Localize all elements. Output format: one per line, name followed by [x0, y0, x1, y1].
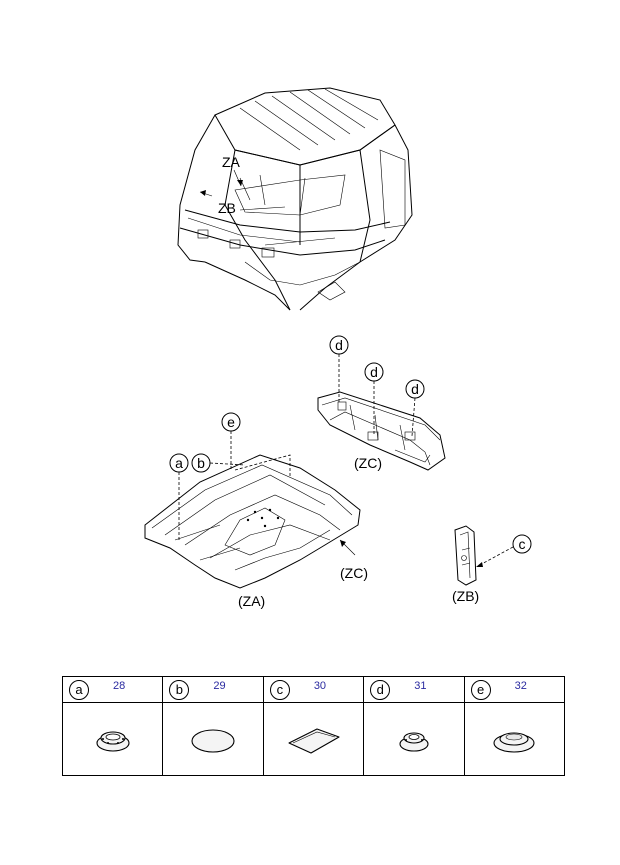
label-zb: (ZB): [452, 588, 479, 604]
pillar-zb-drawing: [454, 525, 477, 586]
callout-a: a: [169, 453, 189, 540]
part-number[interactable]: 30: [313, 680, 327, 692]
svg-text:d: d: [370, 364, 378, 380]
svg-text:e: e: [227, 414, 235, 430]
callout-d3: d: [405, 379, 425, 437]
svg-text:d: d: [335, 337, 343, 353]
part-number[interactable]: 29: [213, 680, 226, 692]
svg-text:a: a: [175, 455, 183, 471]
grommet-icon: [399, 732, 429, 752]
svg-text:b: b: [197, 455, 205, 471]
part-number[interactable]: 32: [514, 680, 527, 692]
part-number[interactable]: 28: [113, 680, 126, 692]
round-plug-icon: [191, 729, 235, 753]
exploded-parts-diagram: ZA ZB d d d (ZC): [144, 87, 532, 609]
part-letter: e: [470, 680, 491, 700]
svg-text:d: d: [411, 381, 419, 397]
callout-d2: d: [364, 362, 384, 436]
parts-table: a 28 b 29 c 30: [62, 676, 565, 776]
callout-za-top: ZA: [222, 154, 241, 170]
label-zc-upper: (ZC): [354, 455, 382, 471]
parts-cell-e: e 32: [463, 677, 565, 775]
parts-cell-d: d 31: [363, 677, 464, 775]
part-letter: c: [269, 680, 290, 700]
dome-plug-icon: [493, 732, 535, 753]
label-za: (ZA): [238, 593, 265, 609]
parts-cell-b: b 29: [162, 677, 263, 775]
part-letter: a: [69, 680, 89, 700]
callout-zb-top: ZB: [218, 200, 236, 216]
rect-plug-icon: [287, 728, 340, 754]
parts-cell-c: c 30: [262, 677, 364, 775]
callout-c: c: [476, 534, 532, 567]
label-zc-lower: (ZC): [340, 565, 368, 581]
grommet-icon: [96, 731, 130, 752]
part-letter: d: [370, 680, 391, 700]
callout-d1: d: [329, 335, 349, 402]
svg-text:c: c: [519, 536, 526, 552]
crossmember-zc-drawing: [317, 391, 446, 471]
callout-e: e: [221, 412, 241, 470]
floor-panel-za-drawing: [144, 454, 361, 589]
part-number[interactable]: 31: [414, 680, 427, 692]
callout-b: b: [191, 453, 246, 473]
parts-cell-a: a 28: [63, 677, 163, 775]
part-letter: b: [169, 680, 190, 700]
truck-cab-drawing: [177, 87, 413, 311]
